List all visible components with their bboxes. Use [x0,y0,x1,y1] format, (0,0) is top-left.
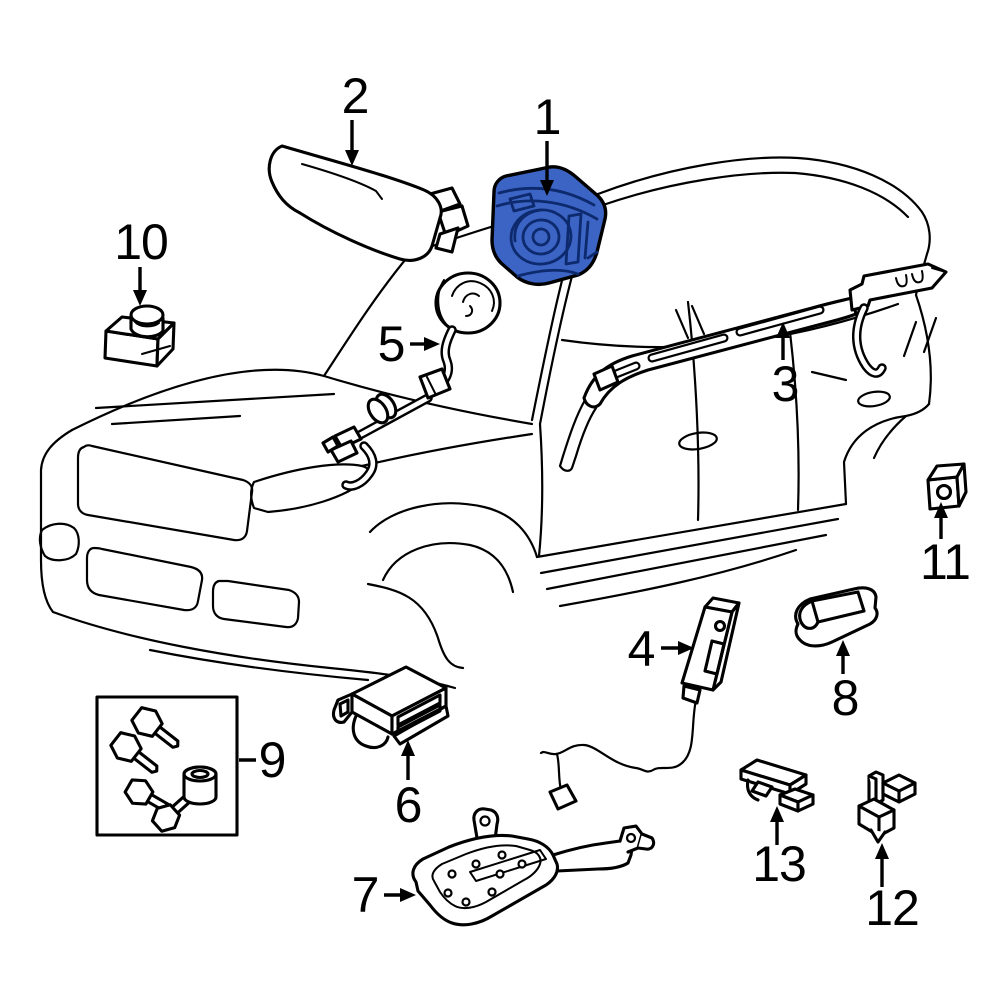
callout-arrow-7 [384,888,416,902]
callout-arrow-12 [875,843,889,887]
part-8-side-airbag [794,586,879,648]
callout-label-2[interactable]: 2 [341,68,370,124]
callout-label-11[interactable]: 11 [920,534,971,590]
callout-arrow-1 [540,141,554,196]
part-12-bracket [857,770,917,844]
part-11-sensor [926,462,968,511]
part-3-curtain-airbag [558,262,948,472]
spacer-cylinder [182,765,218,806]
callout-arrow-4 [661,641,694,655]
part-6-control-module [331,665,450,750]
part-13-sensor-bracket [739,758,815,813]
bolt [130,706,180,749]
callout-label-9[interactable]: 9 [258,732,287,788]
callout-label-12[interactable]: 12 [865,880,920,936]
callout-label-6[interactable]: 6 [394,777,423,833]
callout-label-7[interactable]: 7 [351,867,380,923]
callout-arrow-2 [345,120,359,166]
callout-arrow-11 [934,502,948,539]
callout-label-13[interactable]: 13 [752,836,807,892]
callout-label-1[interactable]: 1 [533,89,562,145]
callout-arrow-10 [133,267,147,306]
part-2-airbag-cover [267,144,470,262]
callout-arrow-13 [770,806,784,845]
part-1-details [495,186,599,278]
callout-arrow-8 [836,640,850,674]
part-5-clockspring [321,271,502,491]
callout-arrow-3 [776,322,790,360]
bolt [109,731,159,774]
callout-arrow-6 [401,740,415,780]
part-9-hardware-kit [95,695,239,837]
part-1-airbag-module-highlighted[interactable] [490,165,608,287]
callout-label-5[interactable]: 5 [377,316,406,372]
callout-label-3[interactable]: 3 [771,356,800,412]
part-4-seat-airbag [539,596,741,811]
callout-arrow-5 [410,337,440,351]
callout-label-10[interactable]: 10 [114,214,169,270]
callout-label-4[interactable]: 4 [627,621,656,677]
part-7-mounting-plate [411,807,656,927]
part-10-impact-sensor [103,304,176,368]
callout-label-8[interactable]: 8 [831,670,860,726]
